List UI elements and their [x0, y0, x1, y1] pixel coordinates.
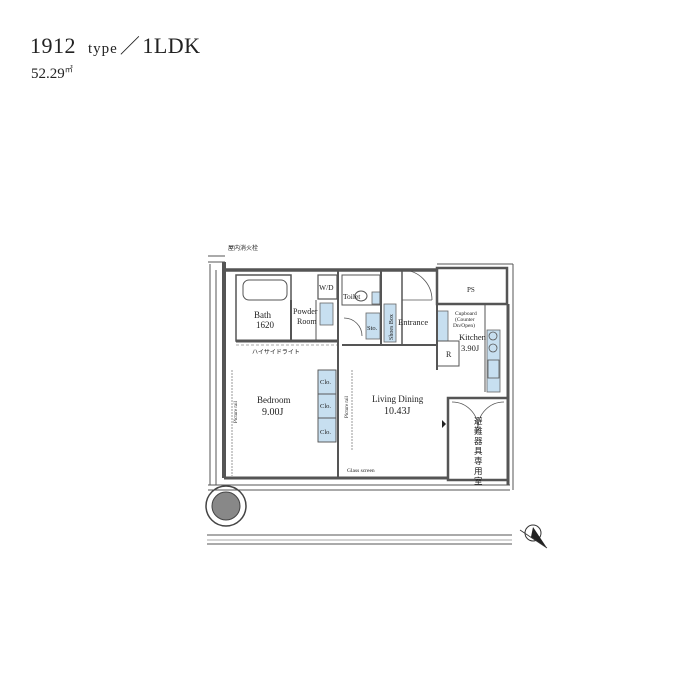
type-separator: ／ [119, 36, 141, 58]
living-dining-size-label: 10.43J [384, 406, 411, 417]
bath-size-label: 1620 [256, 320, 275, 330]
layout-type: 1LDK [142, 33, 201, 58]
cupboard-label-2: (Counter [455, 316, 475, 323]
type-word: type [88, 41, 118, 57]
entrance-label: Entrance [398, 317, 428, 327]
shoes-box-fixture [383, 303, 397, 343]
evac-char: 専 [474, 456, 483, 466]
evacuation-room-label: 避 難 器 具 専 用 室 [474, 416, 483, 486]
outer-walls [207, 255, 514, 545]
floor-area-unit: ㎡ [64, 65, 73, 74]
evac-char: 避 [474, 416, 483, 426]
high-side-light-label: ハイサイドライト [252, 349, 300, 356]
shoes-box-label: Shoes Box [389, 314, 395, 340]
closet-label-1: Clo. [320, 379, 331, 386]
north-arrow-icon [519, 524, 548, 549]
kitchen-label: Kitchen [459, 332, 487, 342]
unit-number: 1912 [30, 33, 76, 58]
evac-char: 器 [474, 436, 483, 446]
picture-rail-label-2: Picture rail [345, 395, 350, 418]
powder-room-label-1: Powder [293, 307, 318, 316]
living-dining-label: Living Dining [372, 394, 424, 404]
toilet-label: Toilet [343, 292, 361, 301]
closet-label-2: Clo. [320, 403, 331, 410]
closet-label-3: Clo. [320, 429, 331, 436]
powder-room-label-2: Room [297, 317, 317, 326]
page-title: 1912 type／1LDK [30, 30, 201, 59]
sto-label: Sto. [367, 325, 378, 332]
evac-char: 具 [474, 446, 483, 456]
outdoor-unit [205, 485, 247, 527]
bath-label: Bath [254, 310, 271, 320]
bedroom-label: Bedroom [257, 395, 291, 405]
interior-walls [231, 269, 510, 482]
fire-hydrant-label: 屋内消火栓 [228, 244, 258, 252]
vanity-fixture [319, 302, 334, 326]
bedroom-size-label: 9.00J [262, 407, 284, 418]
wd-label: W/D [319, 283, 334, 292]
evac-char: 室 [474, 476, 483, 486]
kitchen-counter [486, 329, 501, 393]
evac-char: 用 [474, 466, 483, 476]
ps-label: PS [467, 286, 475, 294]
cupboard-label-3: Dn/Open) [453, 322, 475, 329]
fridge-label: R [446, 350, 452, 359]
glass-screen-label: Glass screen [347, 468, 375, 474]
entry-marker-icon [442, 420, 446, 428]
cupboard-label-1: Cupboard [455, 311, 477, 317]
evac-char: 難 [474, 426, 483, 436]
picture-rail-label-1: Picture rail [234, 400, 239, 423]
floor-area: 52.29㎡ [31, 64, 73, 83]
floor-area-value: 52.29 [31, 66, 65, 82]
kitchen-size-label: 3.90J [461, 343, 480, 353]
cupboard-fixture [436, 310, 449, 342]
